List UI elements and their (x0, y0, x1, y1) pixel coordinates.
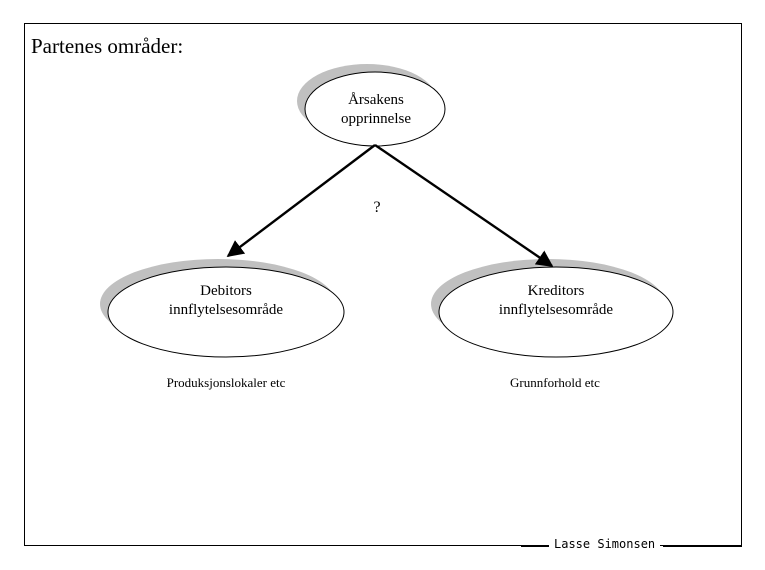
node-debtor[interactable] (107, 266, 345, 358)
node-cause[interactable] (304, 71, 446, 147)
caption-debtor: Produksjonslokaler etc (166, 375, 286, 390)
edge-cause-to-debtor (226, 144, 376, 258)
footer-rule-left (521, 545, 551, 547)
footer-rule-right (663, 545, 742, 547)
node-creditor[interactable] (438, 266, 674, 358)
slide-frame (24, 23, 742, 546)
edge-question-mark-label: ? (373, 199, 381, 216)
footer-author: Lasse Simonsen (549, 536, 661, 552)
edge-cause-to-creditor (374, 144, 554, 267)
caption-creditor: Grunnforhold etc (510, 375, 600, 390)
page-title: Partenes områder: (31, 34, 184, 58)
